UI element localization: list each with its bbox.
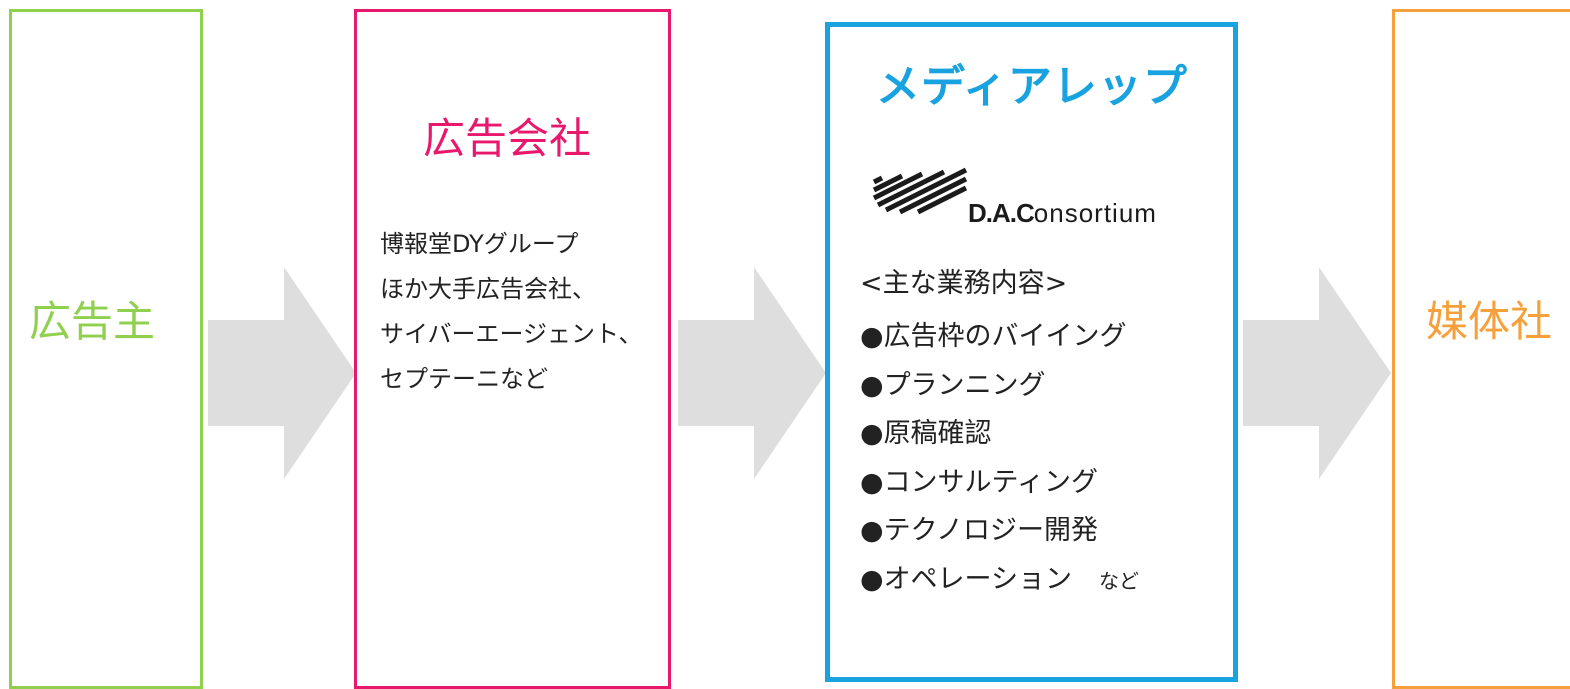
mediarep-box bbox=[825, 22, 1238, 682]
duty-item: ●コンサルティング bbox=[860, 459, 1139, 508]
advertiser-box bbox=[9, 9, 203, 689]
bullet-icon: ● bbox=[860, 321, 884, 352]
agency-line: ほか大手広告会社、 bbox=[380, 275, 596, 303]
duty-trailer: など bbox=[1099, 568, 1140, 593]
right-arrow-icon bbox=[678, 267, 826, 479]
duty-label: 広告枠のバイイング bbox=[883, 321, 1127, 352]
dac-logo-icon: D.A.Consortium bbox=[872, 160, 1192, 235]
mediarep-title: メディアレップ bbox=[876, 61, 1188, 112]
right-arrow-icon bbox=[208, 267, 356, 479]
agency-line: 博報堂DYグループ bbox=[380, 230, 579, 258]
duty-item: ●テクノロジー開発 bbox=[860, 507, 1139, 556]
agency-box bbox=[354, 9, 671, 689]
duty-item: ●広告枠のバイイング bbox=[860, 313, 1139, 362]
bullet-icon: ● bbox=[860, 466, 884, 498]
duty-label: オペレーション bbox=[883, 563, 1073, 595]
agency-label: 広告会社 bbox=[423, 114, 592, 163]
duty-label: コンサルティング bbox=[883, 466, 1098, 498]
duty-label: テクノロジー開発 bbox=[883, 515, 1098, 546]
right-arrow-icon bbox=[1243, 267, 1391, 479]
duty-item: ●原稿確認 bbox=[860, 410, 1139, 459]
duties-heading: <主な業務内容> bbox=[860, 268, 1068, 299]
duty-label: 原稿確認 bbox=[883, 418, 992, 449]
agency-line: セプテーニなど bbox=[380, 365, 548, 393]
duties-list: ●広告枠のバイイング ●プランニング ●原稿確認 ●コンサルティング ●テクノロ… bbox=[860, 313, 1139, 605]
bullet-icon: ● bbox=[860, 369, 884, 401]
bullet-icon: ● bbox=[860, 515, 884, 546]
dac-stripes-icon bbox=[872, 167, 968, 215]
duty-label: プランニング bbox=[883, 369, 1046, 401]
agency-line: サイバーエージェント、 bbox=[380, 320, 643, 348]
bullet-icon: ● bbox=[860, 563, 884, 595]
media-box bbox=[1392, 9, 1570, 689]
advertiser-label: 広告主 bbox=[29, 297, 156, 346]
agency-description: 博報堂DYグループ ほか大手広告会社、 サイバーエージェント、 セプテーニなど bbox=[380, 222, 643, 402]
dac-wordmark-bold: D.A.C bbox=[968, 198, 1035, 228]
duty-item: ●オペレーション など bbox=[860, 556, 1139, 606]
duty-item: ●プランニング bbox=[860, 362, 1139, 411]
dac-wordmark-light: onsortium bbox=[1033, 198, 1157, 228]
dac-wordmark: D.A.Consortium bbox=[968, 198, 1157, 229]
media-label: 媒体社 bbox=[1426, 297, 1553, 346]
bullet-icon: ● bbox=[860, 418, 884, 449]
